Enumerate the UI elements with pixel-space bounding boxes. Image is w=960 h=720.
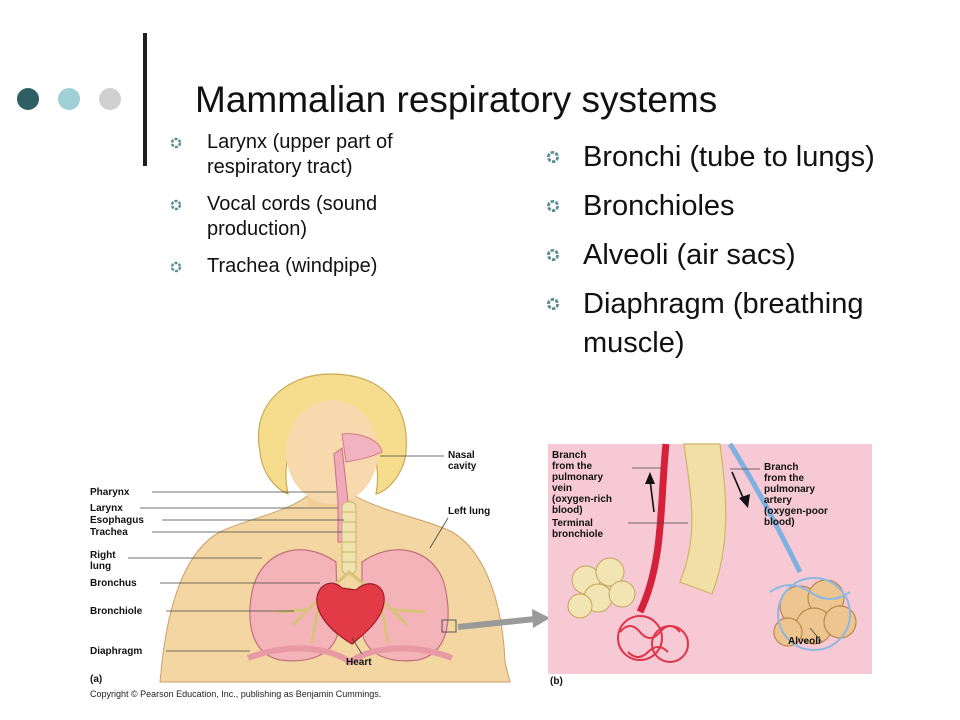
label-vein-line-4: vein: [552, 483, 572, 494]
label-vein-line-2: from the: [552, 461, 592, 472]
right-bullet-list: Bronchi (tube to lungs) Bronchioles Alve…: [546, 138, 906, 373]
zoom-arrowhead: [532, 609, 550, 628]
zoom-box: [441, 619, 457, 633]
decor-dot-dark: [17, 88, 39, 110]
label-trachea: Trachea: [90, 527, 128, 538]
label-right-lung-text: Right: [90, 550, 116, 561]
terminal-bronchiole: [679, 443, 727, 595]
label-vein-line-6: blood): [552, 505, 583, 516]
respiratory-illustration: Pharynx Larynx Esophagus Trachea Right l…: [90, 373, 872, 699]
label-right-lung: Right lung: [90, 550, 118, 572]
label-pulmonary-vein: Branch from the pulmonary vein (oxygen-r…: [552, 450, 615, 516]
vein-flow-arrowhead: [645, 472, 655, 484]
right-bullet-text: Bronchi (tube to lungs): [583, 141, 875, 173]
panel-a-tag: (a): [90, 674, 102, 685]
decor-dot-gray: [99, 88, 121, 110]
decor-dot-light-teal: [58, 88, 80, 110]
right-bullet-alveoli: Alveoli (air sacs): [546, 236, 906, 275]
bullet-flower-icon: [547, 200, 559, 212]
label-nasal-cavity-line-2: cavity: [448, 461, 477, 472]
label-left-lung: Left lung: [448, 506, 490, 517]
left-lung: [361, 549, 449, 662]
face: [286, 400, 378, 504]
label-terminal-bronchiole: Terminal bronchiole: [552, 518, 604, 540]
right-bullet-bronchioles: Bronchioles: [546, 187, 906, 226]
artery-flow-arrowhead: [739, 494, 750, 508]
capillary-net-left: [617, 615, 689, 663]
label-diaphragm: Diaphragm: [90, 646, 142, 657]
panel-a-illustration: Pharynx Larynx Esophagus Trachea Right l…: [90, 373, 550, 685]
label-bronchus: Bronchus: [90, 578, 137, 589]
alveolar-sac-left: [567, 557, 636, 619]
label-bronchiole: Bronchiole: [90, 606, 143, 617]
label-artery-line-4: artery: [764, 495, 792, 506]
bullet-flower-icon: [170, 261, 182, 273]
label-vein-line-1: Branch: [552, 450, 586, 461]
copyright-line: Copyright © Pearson Education, Inc., pub…: [90, 689, 381, 699]
left-bullet-list: Larynx (upper part of respiratory tract)…: [170, 130, 470, 291]
label-alveoli: Alveoli: [788, 636, 821, 647]
bullet-flower-icon: [170, 137, 182, 149]
label-right-lung-text-2: lung: [90, 561, 111, 572]
right-bullet-diaphragm: Diaphragm (breathing muscle): [546, 285, 906, 363]
trachea: [341, 501, 357, 575]
label-vein-line-3: pulmonary: [552, 472, 604, 483]
left-bullet-text: Trachea (windpipe): [207, 255, 378, 277]
left-bullet-text: Larynx (upper part of respiratory tract): [207, 131, 393, 178]
artery-flow-arrow: [731, 471, 745, 501]
label-larynx: Larynx: [90, 503, 123, 514]
label-pulmonary-artery: Branch from the pulmonary artery (oxygen…: [764, 462, 831, 528]
left-bullet-larynx: Larynx (upper part of respiratory tract): [170, 130, 470, 180]
zoom-arrow: [457, 616, 536, 630]
bullet-flower-icon: [170, 199, 182, 211]
capillary-net-right: [769, 577, 851, 651]
right-bullet-text: Diaphragm (breathing muscle): [583, 288, 864, 359]
nasal-cavity: [341, 433, 383, 463]
label-pharynx: Pharynx: [90, 487, 130, 498]
leader-lines-right: [351, 455, 449, 655]
label-bronchiole-line-1: Terminal: [552, 518, 593, 529]
right-lung: [249, 549, 339, 662]
label-artery-line-5: (oxygen-poor: [764, 506, 828, 517]
bullet-flower-icon: [547, 249, 559, 261]
heart: [316, 582, 385, 645]
label-heart: Heart: [346, 657, 372, 668]
label-esophagus: Esophagus: [90, 515, 144, 526]
right-bullet-bronchi: Bronchi (tube to lungs): [546, 138, 906, 177]
left-bullet-text: Vocal cords (sound production): [207, 193, 378, 240]
left-bullet-trachea: Trachea (windpipe): [170, 254, 470, 279]
left-bullet-vocal-cords: Vocal cords (sound production): [170, 192, 470, 242]
slide-title: Mammalian respiratory systems: [195, 79, 718, 120]
right-bullet-text: Bronchioles: [583, 190, 735, 222]
leader-lines-panel-b: [628, 467, 823, 643]
label-artery-line-3: pulmonary: [764, 484, 816, 495]
label-bronchiole-line-2: bronchiole: [552, 529, 604, 540]
vein-flow-arrow: [649, 479, 655, 513]
label-nasal-cavity-line-1: Nasal: [448, 450, 475, 461]
label-artery-line-6: blood): [764, 517, 795, 528]
label-artery-line-1: Branch: [764, 462, 798, 473]
title-divider: [143, 33, 147, 166]
bullet-flower-icon: [547, 151, 559, 163]
leader-lines-left: [128, 491, 344, 652]
panel-b-tag: (b): [550, 676, 563, 687]
pulmonary-vein: [636, 443, 670, 614]
label-vein-line-5: (oxygen-rich: [552, 494, 612, 505]
label-artery-line-2: from the: [764, 473, 804, 484]
pulmonary-artery: [727, 442, 803, 574]
diaphragm: [246, 645, 454, 666]
right-bullet-text: Alveoli (air sacs): [583, 239, 796, 271]
panel-b-illustration: Branch from the pulmonary vein (oxygen-r…: [548, 442, 872, 687]
bullet-flower-icon: [547, 298, 559, 310]
